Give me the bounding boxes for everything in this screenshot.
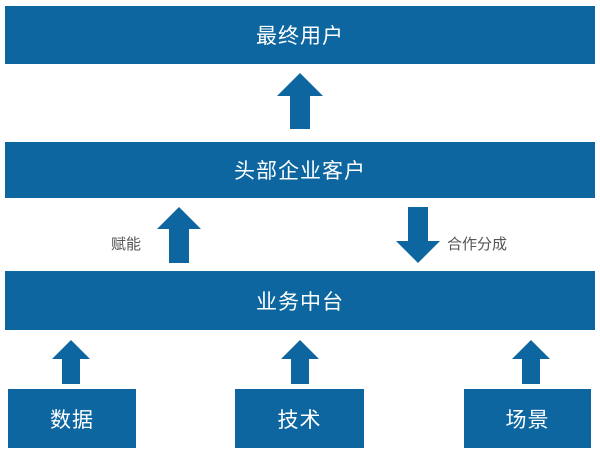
scenario-input-label: 场景 [505, 407, 550, 432]
enterprise-customer-box: 头部企业客户 [5, 142, 595, 198]
technology-input-label: 技术 [277, 407, 322, 432]
enable-label: 赋能 [111, 235, 142, 253]
business-platform-box: 业务中台 [5, 271, 595, 330]
data-input-box: 数据 [8, 389, 136, 448]
end-user-box: 最终用户 [5, 6, 595, 64]
up-arrow-icon [512, 340, 550, 384]
enterprise-customer-label: 头部企业客户 [234, 159, 366, 183]
business-platform-label: 业务中台 [256, 289, 344, 314]
scenario-input-box: 场景 [464, 389, 591, 448]
up-arrow-icon [277, 73, 323, 129]
down-arrow-icon [396, 207, 440, 263]
revenue-share-label: 合作分成 [447, 235, 508, 253]
technology-input-box: 技术 [235, 389, 364, 448]
up-arrow-icon [52, 340, 90, 384]
data-input-label: 数据 [50, 407, 94, 432]
up-arrow-icon [281, 340, 319, 384]
end-user-label: 最终用户 [256, 24, 344, 48]
up-arrow-icon [157, 207, 201, 263]
